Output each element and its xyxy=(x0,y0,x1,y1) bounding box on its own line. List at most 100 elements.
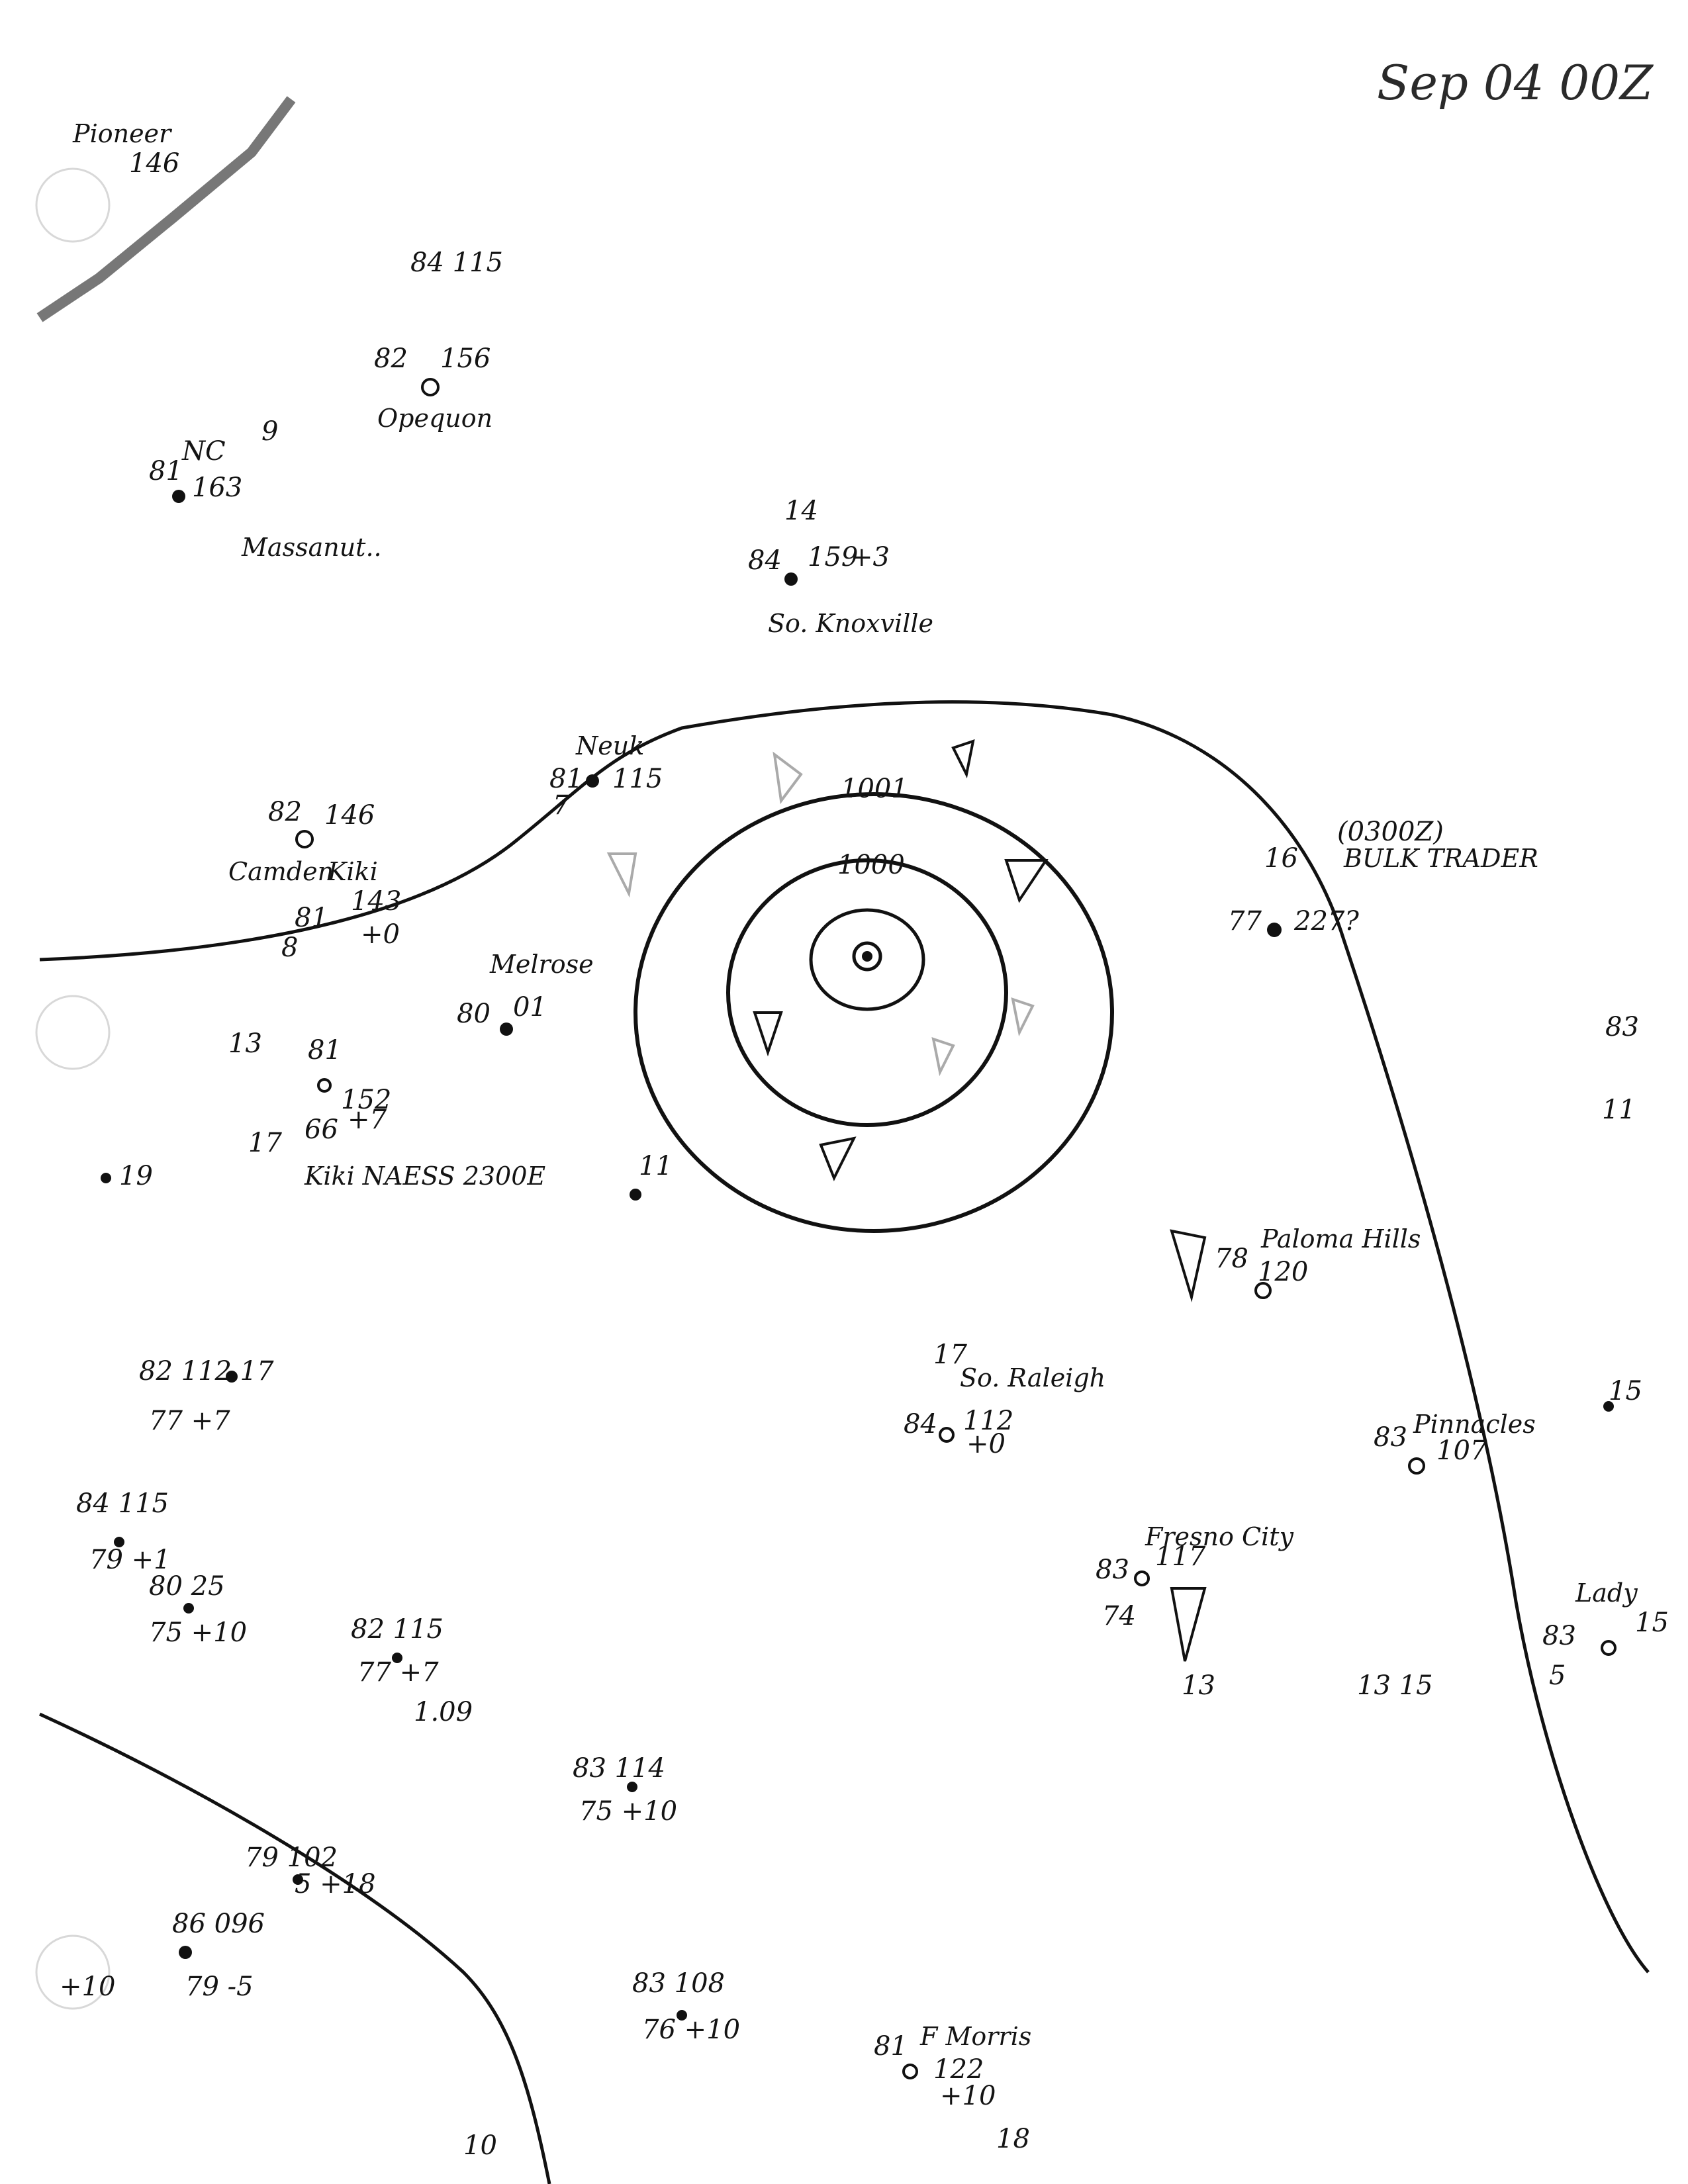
isobar-inner xyxy=(809,908,925,1011)
wind-speed-a: 13 xyxy=(228,1028,262,1059)
wind-speed-b: 17 xyxy=(248,1128,282,1158)
obs-84-115: 84 115 xyxy=(410,248,503,278)
pressure: 120 xyxy=(1258,1257,1308,1287)
temp: 81 xyxy=(308,1035,342,1066)
station-pinnacles: Pinnacles 83 107 15 xyxy=(1374,1376,1642,1475)
wind-speed: 17 xyxy=(933,1340,967,1370)
temp: 83 xyxy=(1096,1555,1129,1585)
station-circle xyxy=(1134,1570,1150,1586)
wind-speed: 16 xyxy=(1264,843,1298,874)
station-name: Neuk xyxy=(575,731,644,760)
pressure: 107 xyxy=(1436,1435,1487,1466)
station-so-raleigh: 17 So. Raleigh 84 112 +0 xyxy=(904,1340,1105,1459)
station-pioneer: Pioneer 146 xyxy=(72,119,179,179)
obs-1-09: 1.09 xyxy=(414,1697,473,1727)
obs-79-102: 79 102 xyxy=(245,1843,338,1873)
wind-speed: 15 xyxy=(1609,1376,1642,1406)
station-dot xyxy=(183,1603,194,1614)
station-dot xyxy=(1603,1401,1614,1412)
front-line xyxy=(39,700,1650,1974)
station-kiki-naess: 81 152 +7 66 13 17 Kiki NAESS 2300E xyxy=(228,1028,545,1191)
temp: 81 xyxy=(549,764,583,794)
pressure: 01 xyxy=(513,992,547,1023)
temp: 81 xyxy=(295,903,328,933)
station-f-morris: F Morris 81 122 +10 18 xyxy=(874,2022,1031,2154)
station-dot xyxy=(179,1946,192,1959)
obs-11: 11 xyxy=(639,1151,673,1181)
wind-speed: 18 xyxy=(996,2124,1030,2154)
station-dot xyxy=(586,774,599,788)
station-dot xyxy=(172,490,185,503)
station-dot xyxy=(1267,923,1282,937)
map-date-title: Sep 04 00Z xyxy=(1377,55,1654,111)
station-so-knoxville: 14 84 159 +3 So. Knoxville xyxy=(748,496,933,638)
station-circle xyxy=(939,1427,955,1443)
wind-flag xyxy=(1170,1587,1207,1662)
station-name: Fresno City xyxy=(1145,1522,1293,1551)
obs-time: (0300Z) xyxy=(1337,817,1444,847)
station-dot xyxy=(627,1782,637,1792)
temp: 84 xyxy=(904,1409,937,1439)
temp: 82 xyxy=(374,343,408,374)
wind-flag xyxy=(951,739,975,779)
station-dot xyxy=(392,1653,402,1663)
station-circle xyxy=(295,830,314,848)
tendency: +10 xyxy=(940,2081,996,2111)
station-melrose: Melrose 80 01 xyxy=(457,950,594,1036)
station-massanut: NC 9 81 163 Massanut.. xyxy=(149,416,382,562)
pressure: 227? xyxy=(1293,906,1359,936)
pressure: 15 xyxy=(1635,1608,1669,1638)
temp: 77 xyxy=(1228,906,1262,936)
obs-83: 83 xyxy=(1605,1012,1639,1042)
obs-83-114: 83 114 xyxy=(573,1753,665,1784)
station-dot xyxy=(226,1371,238,1383)
station-dot xyxy=(500,1023,513,1036)
wind-speed: 13 xyxy=(1182,1670,1215,1701)
storm-eye-dot xyxy=(862,951,872,962)
station-camden: 82 146 Camden xyxy=(228,797,375,886)
obs-86-096: 86 096 xyxy=(172,1909,265,1939)
pressure: 163 xyxy=(192,473,242,503)
obs-82-115: 82 115 xyxy=(351,1614,444,1645)
wind-flag xyxy=(1011,997,1035,1037)
temp: 78 xyxy=(1215,1244,1248,1274)
background-artifacts xyxy=(35,167,111,2010)
obs-11-right: 11 xyxy=(1602,1095,1636,1125)
station-opequon: 82 156 Opequon xyxy=(374,343,492,433)
pressure: 159 xyxy=(808,542,858,572)
temp: 81 xyxy=(149,456,183,486)
dewpoint: 66 xyxy=(305,1115,338,1145)
station-circle xyxy=(1601,1640,1617,1656)
obs-84-115: 84 115 xyxy=(76,1488,169,1519)
obs-5-18: 5 +18 xyxy=(295,1869,376,1899)
isobar-middle xyxy=(726,858,1008,1127)
wind-flag xyxy=(931,1037,955,1077)
station-name: Camden xyxy=(228,857,334,886)
station-name: Pinnacles xyxy=(1413,1410,1536,1439)
station-name: Lady xyxy=(1575,1578,1638,1608)
isobar-label-1001: 1001 xyxy=(841,774,908,804)
station-circle xyxy=(902,2064,918,2079)
station-neuk: Neuk 81 115 7 xyxy=(549,731,663,821)
station-bulk-trader: (0300Z) BULK TRADER 16 77 227? xyxy=(1228,817,1538,937)
tendency: +0 xyxy=(361,919,400,950)
station-fresno-city: Fresno City 83 117 74 13 xyxy=(1096,1522,1293,1701)
temp: 83 xyxy=(1374,1422,1407,1453)
wind-flag xyxy=(606,852,637,898)
pressure: 146 xyxy=(129,148,179,179)
punch-hole-mark xyxy=(35,167,111,243)
pressure: 143 xyxy=(351,886,401,917)
station-name: F Morris xyxy=(919,2022,1031,2051)
temp: 84 xyxy=(748,545,782,576)
station-name: So. Raleigh xyxy=(960,1363,1105,1392)
pressure: 117 xyxy=(1155,1541,1206,1572)
station-dot xyxy=(677,2010,687,2021)
temp: 83 xyxy=(1542,1621,1576,1651)
dewpoint: 74 xyxy=(1102,1601,1136,1631)
obs-10: +10 xyxy=(60,1972,115,2002)
obs-82-112: 82 112 17 xyxy=(139,1356,274,1387)
obs-76-10: 76 +10 xyxy=(642,2015,740,2045)
code: NC xyxy=(181,436,226,467)
obs-10-bottom: 10 xyxy=(463,2130,497,2161)
